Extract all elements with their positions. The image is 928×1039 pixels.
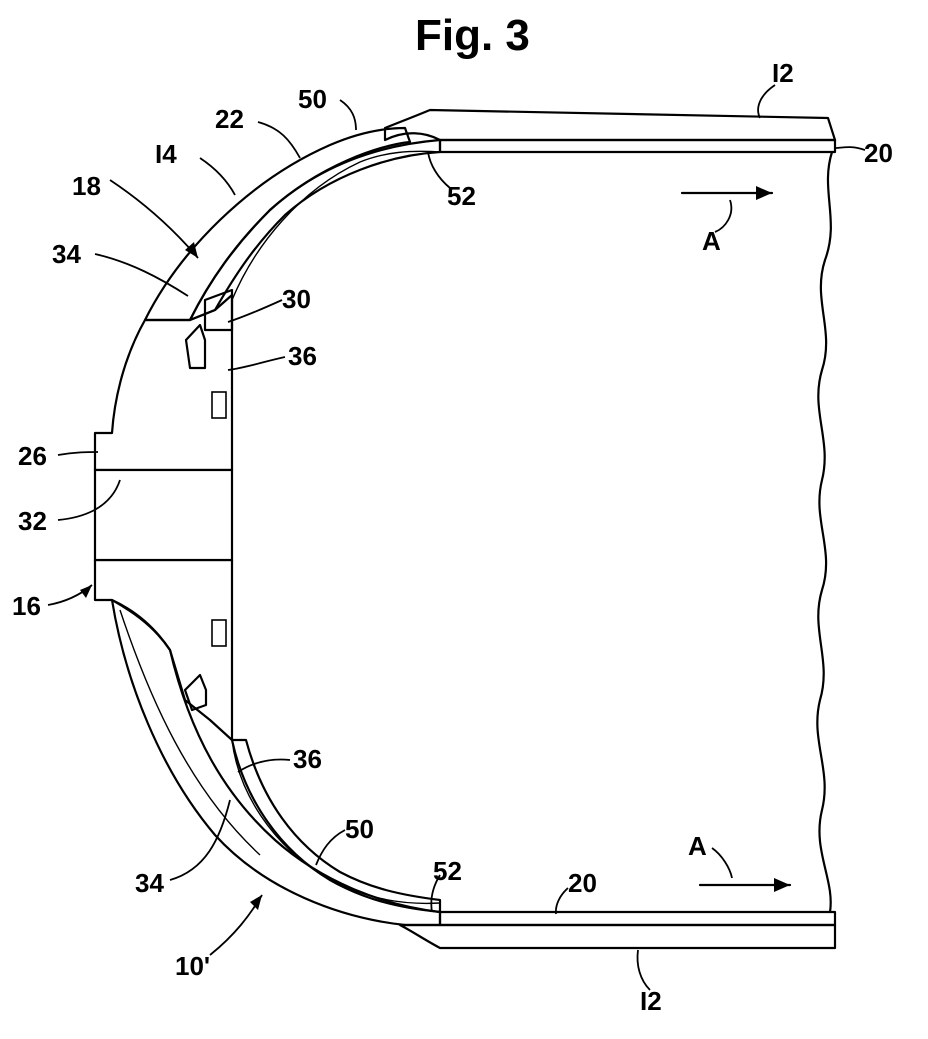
- dome-liner-bottom: [230, 738, 442, 914]
- label-36-bottom: 36: [293, 744, 322, 774]
- leader-50-top: [339, 99, 357, 131]
- label-a-bottom: A: [688, 831, 707, 861]
- label-12-top: I2: [772, 58, 794, 88]
- figure-title: Fig. 3: [415, 11, 530, 60]
- leader-26: [57, 451, 99, 456]
- pocket-30: [203, 288, 234, 332]
- leader-18: [109, 179, 199, 259]
- label-30: 30: [282, 284, 311, 314]
- leader-22: [257, 121, 301, 159]
- leader-36-bottom: [237, 758, 291, 773]
- leader-50-bottom: [315, 829, 346, 866]
- leader-52-top: [427, 151, 451, 189]
- label-36-top: 36: [288, 341, 317, 371]
- shell-wall-top: [383, 108, 837, 142]
- label-52-bottom: 52: [433, 856, 462, 886]
- flow-arrow-bottom: [698, 847, 792, 892]
- label-12-bottom: I2: [640, 986, 662, 1016]
- pocket-34-bottom: [183, 673, 208, 712]
- label-34-top: 34: [52, 239, 81, 269]
- label-14: I4: [155, 139, 177, 169]
- dome-liner-top: [188, 138, 442, 322]
- label-50-bottom: 50: [345, 814, 374, 844]
- flow-arrow-top: [680, 186, 774, 233]
- leader-18-arrowhead: [185, 242, 198, 258]
- label-52-top: 52: [447, 181, 476, 211]
- leader-34-bottom: [169, 799, 231, 881]
- label-10-prime: 10': [175, 951, 210, 981]
- leader-10-arrowhead: [250, 895, 262, 910]
- leader-34-top: [94, 253, 189, 297]
- label-22: 22: [215, 104, 244, 134]
- dome-inner-curve-bottom: [231, 739, 441, 905]
- leader-16-arrowhead: [80, 585, 92, 598]
- label-50-top: 50: [298, 84, 327, 114]
- liner-top: [438, 138, 837, 154]
- leader-20-top: [835, 146, 866, 151]
- liner-bottom: [438, 910, 837, 927]
- leader-36-top: [227, 356, 286, 371]
- shell-wall-bottom: [398, 923, 837, 950]
- label-26: 26: [18, 441, 47, 471]
- label-32: 32: [18, 506, 47, 536]
- seal-pocket-1: [211, 391, 227, 419]
- boss-bottom: [93, 558, 234, 742]
- leader-12-top: [757, 84, 776, 119]
- label-a-top: A: [702, 226, 721, 256]
- leader-12-bottom: [636, 949, 651, 991]
- leader-14: [199, 157, 236, 196]
- label-34-bottom: 34: [135, 868, 164, 898]
- pocket-34-top: [184, 323, 207, 370]
- label-16: 16: [12, 591, 41, 621]
- leader-20-bottom: [555, 887, 569, 915]
- leader-52-bottom: [430, 874, 441, 913]
- port-bore: [93, 468, 234, 562]
- label-18: 18: [72, 171, 101, 201]
- dome-diagonal-line: [119, 609, 261, 856]
- label-20-bottom: 20: [568, 868, 597, 898]
- dome-inner-curve-top: [231, 150, 441, 301]
- leader-30: [227, 299, 283, 323]
- seal-pocket-2: [211, 619, 227, 647]
- boss-top: [93, 293, 234, 472]
- leader-32: [57, 479, 121, 521]
- cavity-break-line: [816, 150, 834, 914]
- label-20-top: 20: [864, 138, 893, 168]
